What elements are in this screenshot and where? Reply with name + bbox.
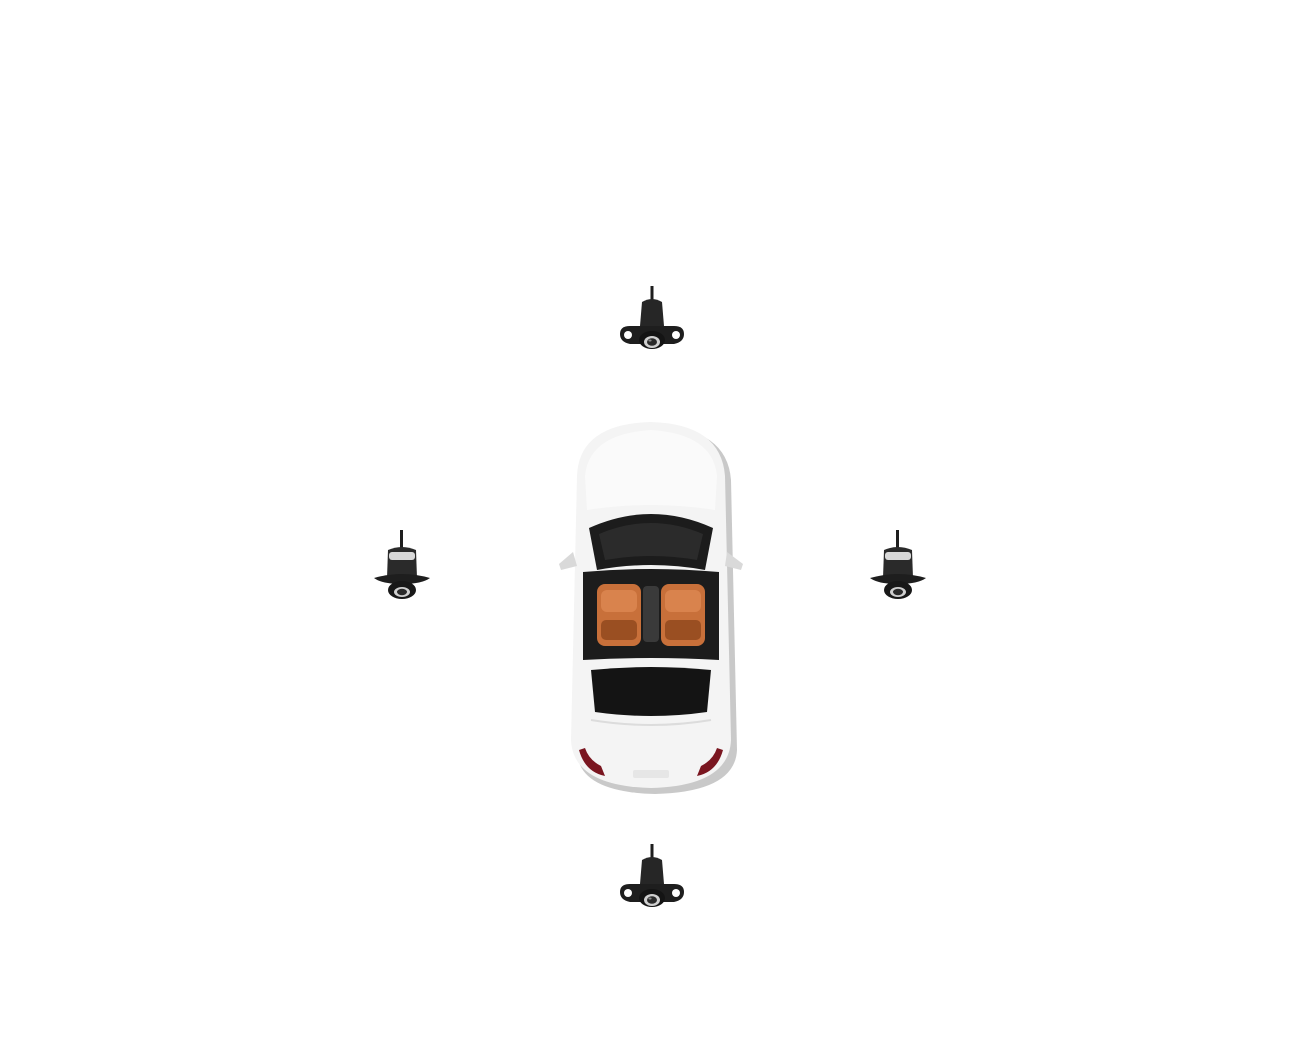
left-camera-icon: [362, 526, 442, 606]
car-top-view-icon: [555, 420, 750, 798]
front-camera-icon: [612, 282, 692, 362]
right-camera-icon: [858, 526, 938, 606]
rear-camera-icon: [612, 840, 692, 920]
